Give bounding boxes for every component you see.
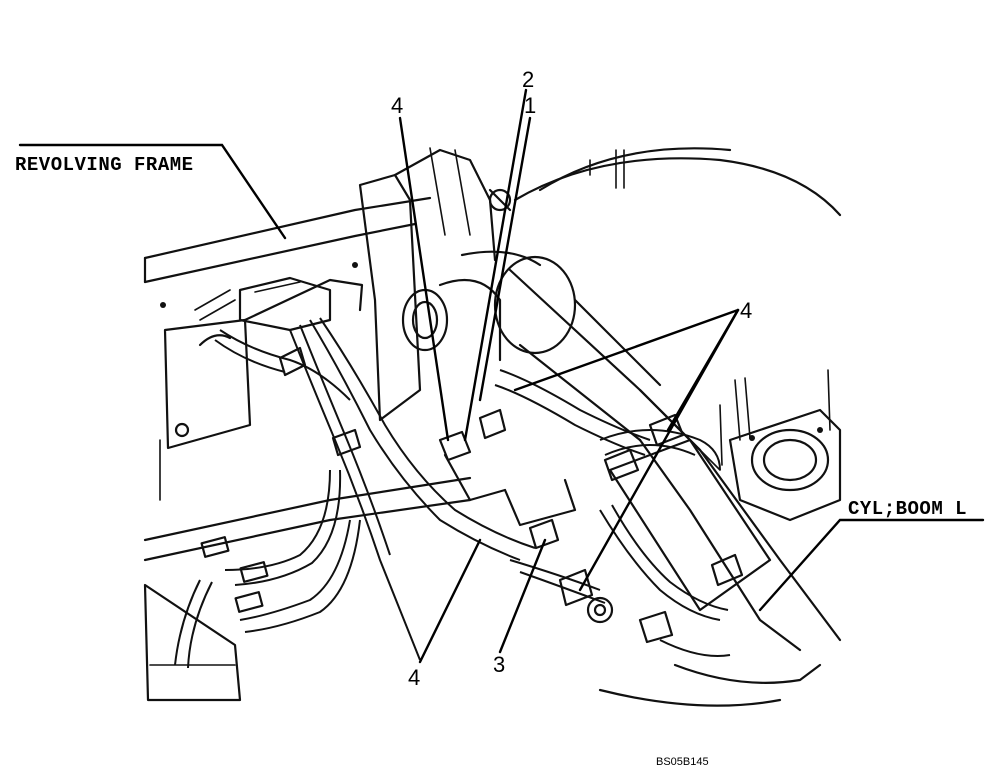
boom-foot-mount	[358, 147, 542, 422]
swing-circle	[513, 147, 842, 217]
callout-3: 3	[493, 652, 505, 677]
callout-1: 1	[524, 93, 536, 118]
valve-block-right	[719, 369, 842, 522]
revolving-frame-label: REVOLVING FRAME	[15, 154, 194, 176]
callout-4-bottom: 4	[408, 665, 420, 690]
boom-cylinder	[443, 255, 842, 652]
callout-2: 2	[522, 67, 534, 92]
drawing-code: BS05B145	[656, 756, 709, 768]
callout-4-right: 4	[740, 298, 752, 323]
leader-lines	[18, 88, 985, 664]
hydraulic-hoses	[174, 317, 731, 669]
boom-cylinder-label: CYL;BOOM L	[848, 498, 967, 520]
hose-clamps-and-fittings	[194, 289, 744, 644]
revolving-frame-plate	[143, 196, 822, 707]
callout-4-top: 4	[391, 93, 403, 118]
hose-bracket-block	[160, 262, 364, 450]
